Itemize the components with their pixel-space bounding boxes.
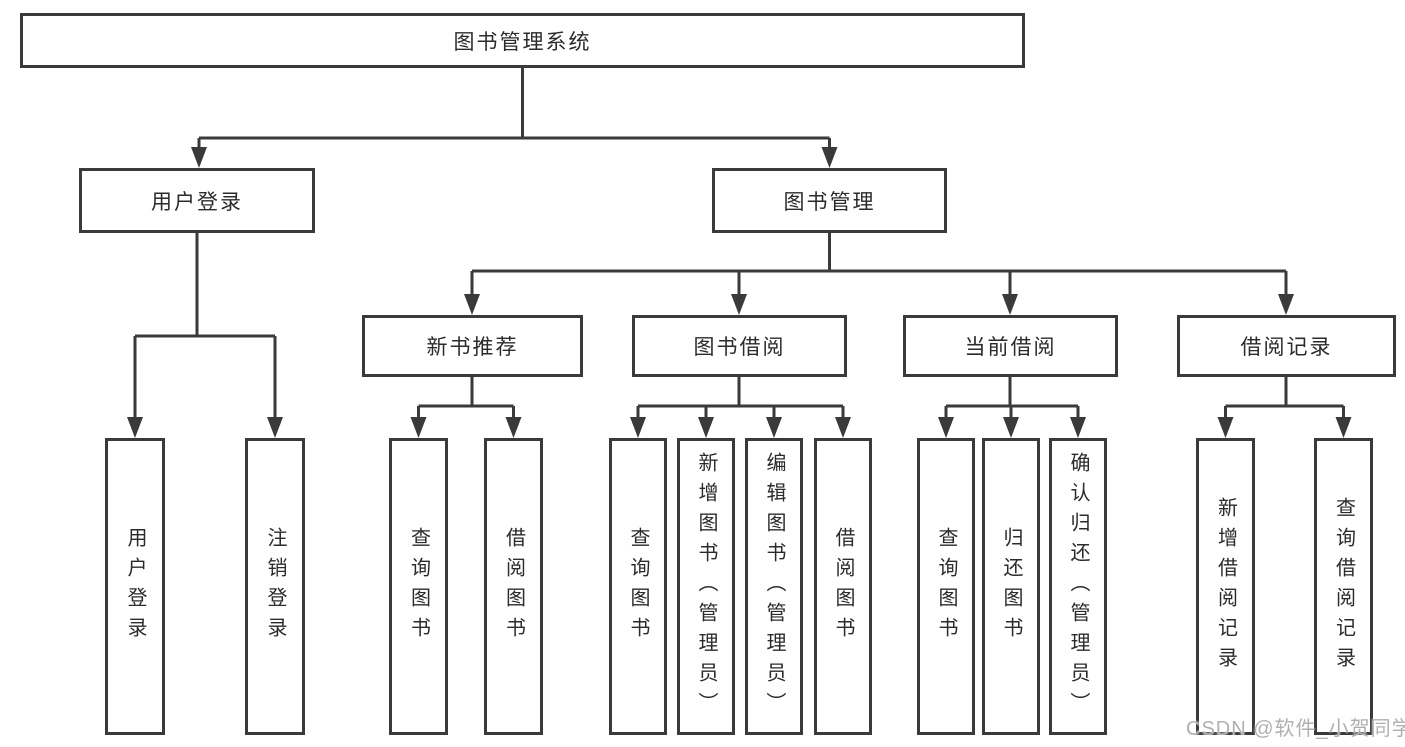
node-root-system: 图书管理系统	[20, 13, 1025, 68]
connector-root-to-level2	[191, 68, 838, 168]
connector-new-book-recommend-to-leaves	[410, 377, 522, 438]
leaf-borrow-edit-book-admin: 编辑图书（管理员）	[745, 438, 803, 735]
leaf-borrow-borrow-book: 借阅图书	[814, 438, 872, 735]
node-user-login: 用户登录	[79, 168, 315, 233]
leaf-record-add-borrow-record: 新增借阅记录	[1196, 438, 1255, 735]
connector-book-borrow-to-leaves	[630, 377, 851, 438]
leaf-current-confirm-return-admin: 确认归还（管理员）	[1049, 438, 1107, 735]
connector-book-management-to-level3	[464, 233, 1294, 315]
connector-user-login-to-leaves	[127, 233, 283, 438]
leaf-borrow-add-book-admin: 新增图书（管理员）	[677, 438, 735, 735]
leaf-recommend-borrow-book: 借阅图书	[484, 438, 543, 735]
node-book-management: 图书管理	[712, 168, 947, 233]
leaf-record-query-borrow-record: 查询借阅记录	[1314, 438, 1373, 735]
connector-borrow-record-to-leaves	[1217, 377, 1352, 438]
leaf-current-return-book: 归还图书	[982, 438, 1040, 735]
csdn-watermark: CSDN @软件_小贺同学	[1186, 718, 1405, 740]
node-current-borrow: 当前借阅	[903, 315, 1118, 377]
connector-current-borrow-to-leaves	[938, 377, 1086, 438]
node-new-book-recommend: 新书推荐	[362, 315, 583, 377]
leaf-current-query-book: 查询图书	[917, 438, 975, 735]
leaf-logout: 注销登录	[245, 438, 305, 735]
node-book-borrow: 图书借阅	[632, 315, 847, 377]
node-borrow-record: 借阅记录	[1177, 315, 1396, 377]
leaf-borrow-query-book: 查询图书	[609, 438, 667, 735]
leaf-recommend-query-book: 查询图书	[389, 438, 448, 735]
leaf-user-login: 用户登录	[105, 438, 165, 735]
